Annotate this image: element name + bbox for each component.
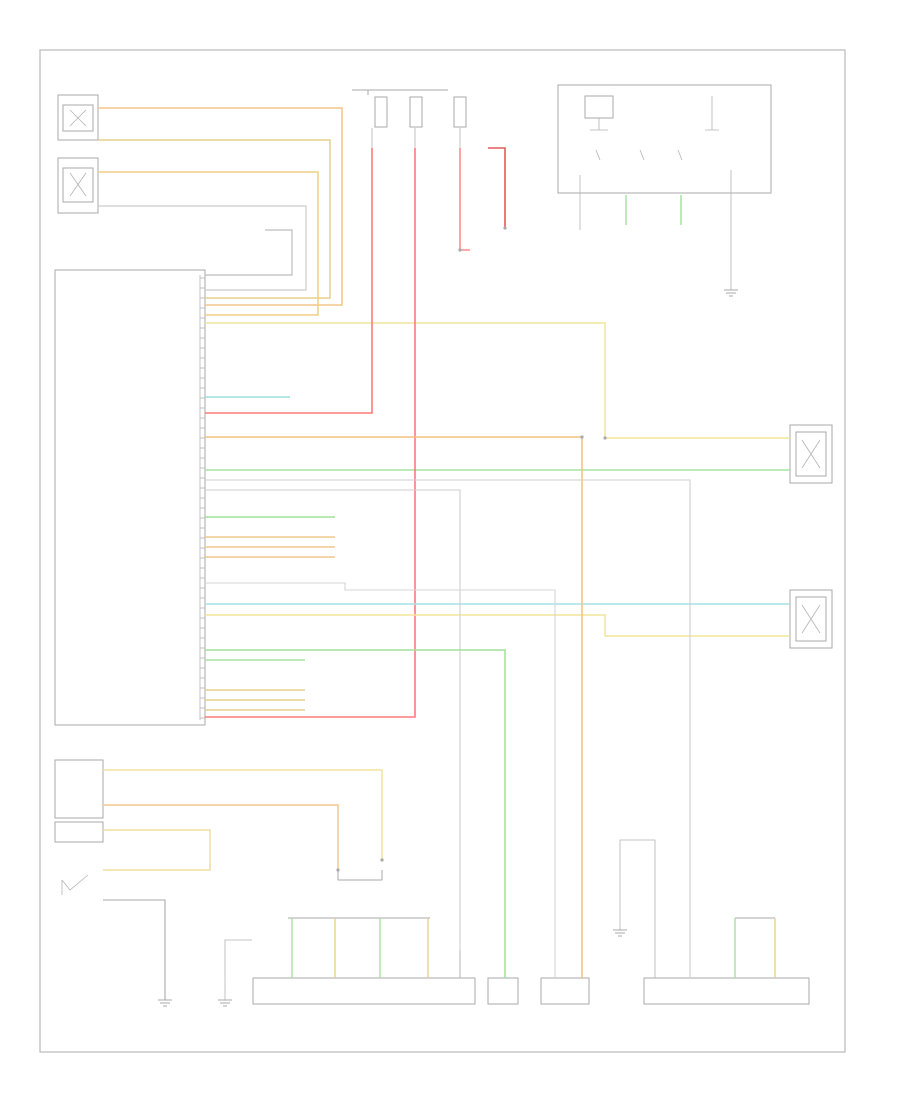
wire-rr-tan-2 (98, 171, 319, 316)
brake-pedal-switch (61, 874, 89, 895)
wire-rr-gray (98, 205, 307, 291)
wire-gray-3 (205, 582, 556, 978)
wire-ground-gray (103, 899, 166, 1000)
steering-module-connector (643, 977, 810, 1005)
wire-brake-orange (103, 804, 339, 870)
yaw-sensor-connector-wires (288, 917, 461, 978)
splice-dots (336, 226, 607, 872)
steering-angle-sensor (540, 977, 590, 1005)
splice-bottom-center (337, 870, 383, 881)
wire-tan-group-1 (205, 536, 335, 558)
abs-control-module (54, 269, 206, 726)
wire-tan-group-2 (205, 689, 305, 711)
yaw-rate-sensor-connector (252, 977, 476, 1005)
wire-dlc-tan (103, 829, 211, 871)
left-rear-wheel-sensor (57, 94, 99, 141)
ground-connector-block (487, 977, 519, 1005)
fuse-block (352, 89, 467, 148)
steering-module-wires (619, 839, 776, 978)
right-rear-wheel-sensor (57, 157, 99, 214)
wire-power-red-2 (205, 148, 416, 718)
wire-gray-1 (205, 479, 691, 978)
brake-switch-box (54, 759, 104, 819)
wire-rr-orange (98, 107, 343, 306)
wire-power-red-3 (459, 148, 470, 251)
wire-rr-tan-1 (98, 139, 331, 299)
wire-switch-gray (205, 229, 293, 276)
ground-yaw (218, 939, 252, 1007)
ground-brake (158, 999, 172, 1007)
left-front-wheel-sensor (789, 589, 833, 649)
abs-connector-pins (200, 277, 205, 719)
ground-steering (613, 870, 627, 937)
wire-green-to-bottom (205, 649, 506, 978)
wire-orange-steering (205, 436, 583, 978)
dlc-box (54, 821, 104, 843)
wire-power-red-4 (488, 147, 506, 228)
wire-brake-tan (103, 769, 383, 860)
wire-gray-2 (205, 489, 461, 978)
wire-lf-yellow (205, 614, 790, 637)
underhood-relay-box (557, 84, 772, 194)
wire-rf-yellow (205, 322, 790, 439)
wire-power-red-1 (205, 148, 373, 414)
right-front-wheel-sensor (789, 424, 833, 484)
ground-relay (724, 289, 738, 297)
page-frame (39, 49, 846, 1053)
